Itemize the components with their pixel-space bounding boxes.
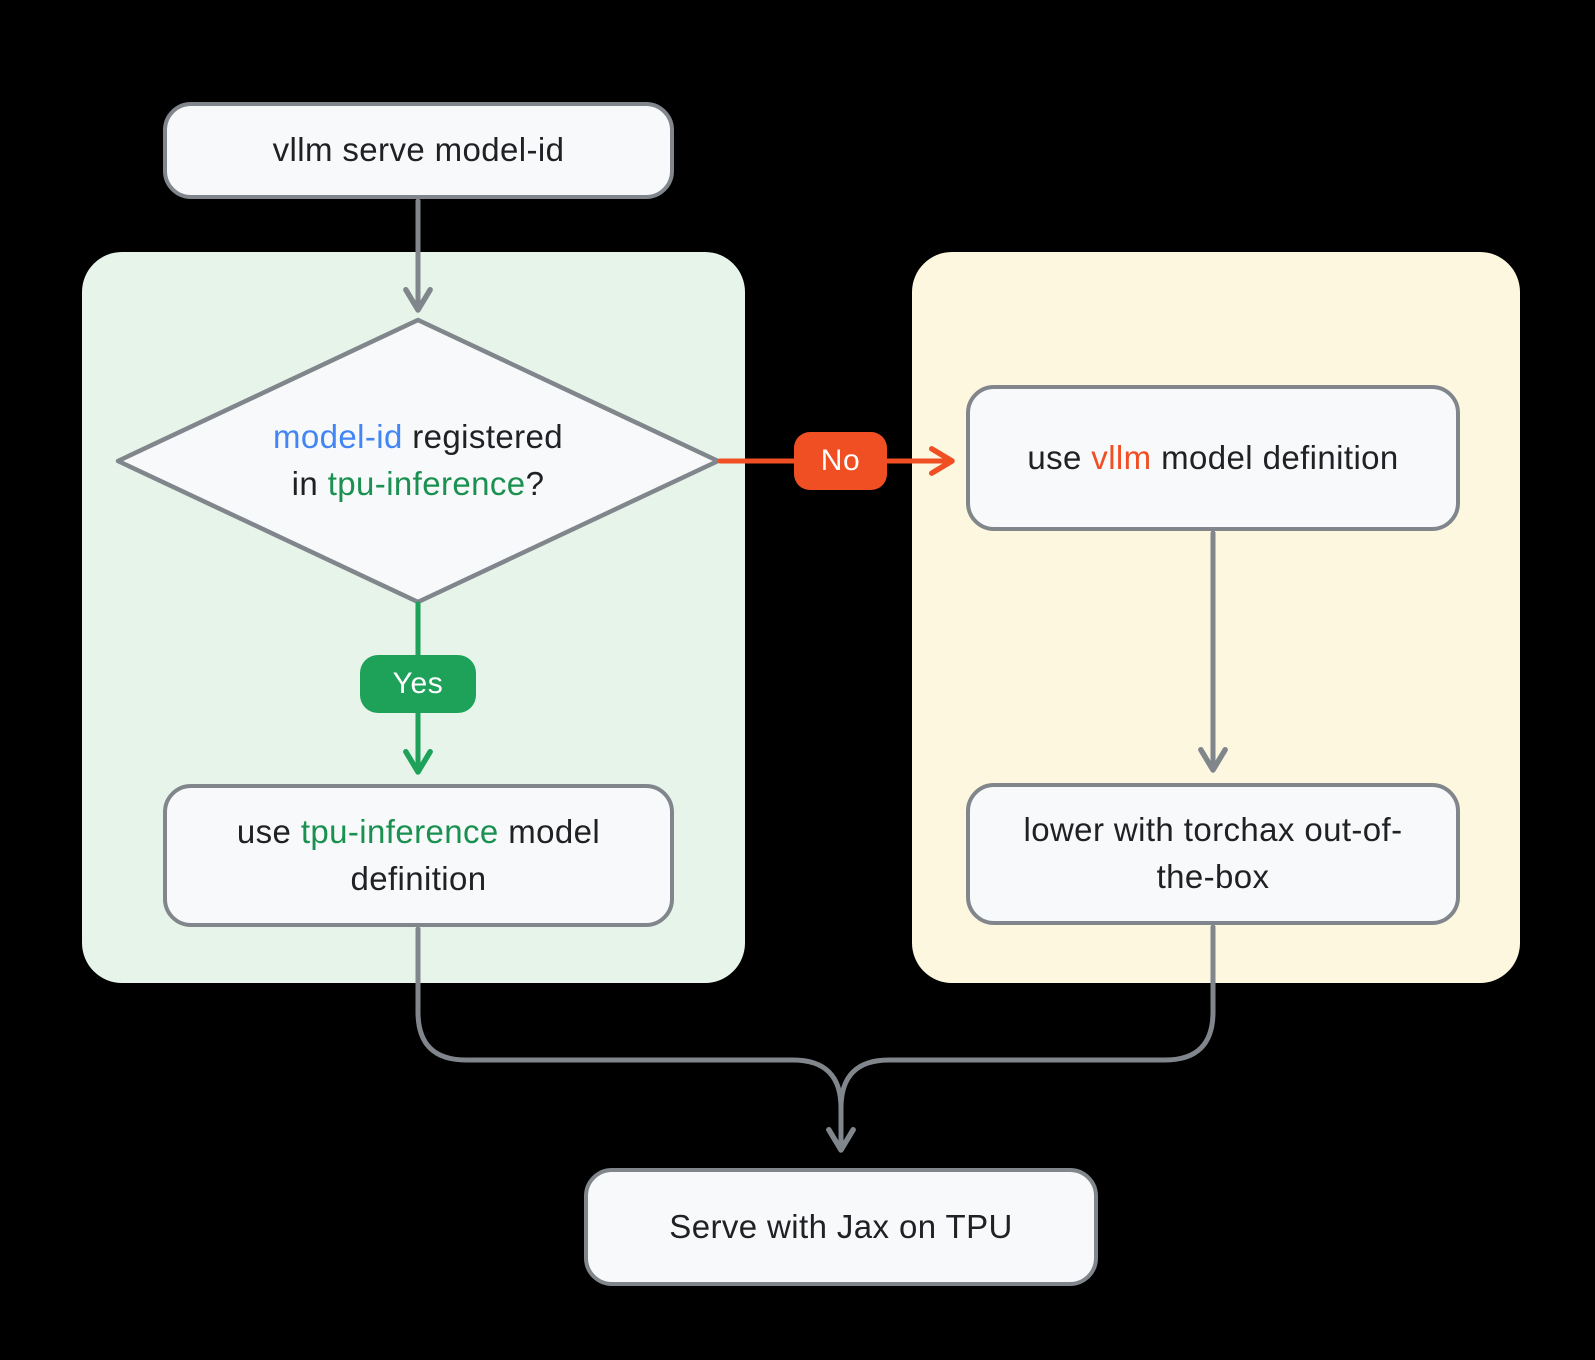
node-use-vllm-label: use vllm model definition xyxy=(1027,435,1398,482)
use-tpu-text-use: use xyxy=(236,812,301,850)
decision-line-1: model-id registered xyxy=(118,414,718,461)
node-start-label: vllm serve model-id xyxy=(272,131,565,169)
yes-badge-label: Yes xyxy=(392,667,444,700)
edge-merge-left xyxy=(415,926,856,1153)
node-use-vllm: use vllm model definition xyxy=(966,385,1460,531)
decision-line-2: in tpu-inference? xyxy=(118,461,718,508)
use-vllm-text-rest: model definition xyxy=(1151,438,1399,476)
no-badge: No xyxy=(794,432,887,490)
use-vllm-text-use: use xyxy=(1027,438,1092,476)
decision-text-question: ? xyxy=(525,464,545,502)
yes-badge: Yes xyxy=(360,655,476,713)
use-tpu-text-rest: model definition xyxy=(350,812,601,897)
decision-accent-model-id: model-id xyxy=(272,418,403,455)
node-use-tpu-inference-label: use tpu-inference model definition xyxy=(195,809,642,903)
decision-text-registered: registered xyxy=(402,418,564,455)
use-tpu-accent: tpu-inference xyxy=(300,812,499,850)
node-lower-torchax: lower with torchax out-of-the-box xyxy=(966,783,1460,925)
edge-merge-right xyxy=(838,924,1216,1148)
decision-accent-tpu-inference: tpu-inference xyxy=(327,464,526,502)
node-serve-jax-tpu: Serve with Jax on TPU xyxy=(584,1168,1098,1286)
node-start: vllm serve model-id xyxy=(163,102,674,199)
no-badge-label: No xyxy=(820,444,861,477)
node-use-tpu-inference: use tpu-inference model definition xyxy=(163,784,674,927)
use-vllm-accent: vllm xyxy=(1091,438,1152,476)
node-lower-torchax-label: lower with torchax out-of-the-box xyxy=(1023,811,1403,895)
node-serve-jax-tpu-label: Serve with Jax on TPU xyxy=(669,1207,1013,1245)
decision-text-in: in xyxy=(291,464,328,502)
decision-label: model-id registered in tpu-inference? xyxy=(118,414,718,508)
